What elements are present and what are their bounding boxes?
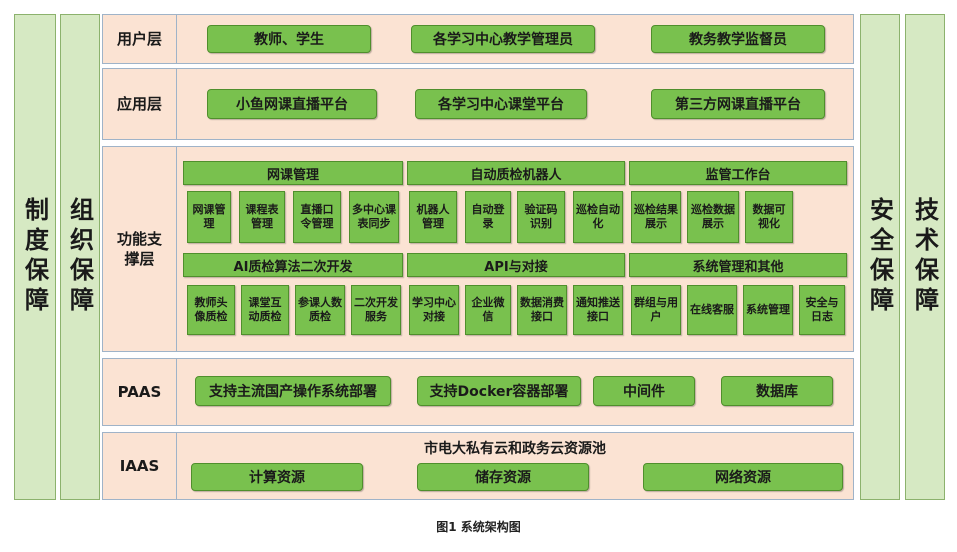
pillar-technical-text: 技术保障: [910, 197, 939, 317]
iaas-layer: IAAS 市电大私有云和政务云资源池 计算资源 储存资源 网络资源: [102, 432, 854, 500]
application-item: 小鱼网课直播平台: [207, 89, 377, 119]
function-item: 课堂互动质检: [241, 285, 289, 335]
iaas-item: 网络资源: [643, 463, 843, 491]
iaas-layer-label: IAAS: [103, 433, 177, 499]
function-item: 数据可视化: [745, 191, 793, 243]
function-item: 验证码识别: [517, 191, 565, 243]
paas-layer: PAAS 支持主流国产操作系统部署 支持Docker容器部署 中间件 数据库: [102, 358, 854, 426]
function-item: 巡检数据展示: [687, 191, 739, 243]
user-layer-label: 用户层: [103, 15, 177, 63]
pillar-security-guarantee: 安全保障: [860, 14, 900, 500]
iaas-item: 计算资源: [191, 463, 363, 491]
paas-item: 支持主流国产操作系统部署: [195, 376, 391, 406]
function-item: 安全与日志: [799, 285, 845, 335]
user-item: 各学习中心教学管理员: [411, 25, 595, 53]
iaas-title: 市电大私有云和政务云资源池: [424, 441, 606, 457]
user-item: 教务教学监督员: [651, 25, 825, 53]
function-item: 二次开发服务: [351, 285, 401, 335]
function-item: 参课人数质检: [295, 285, 345, 335]
figure-caption: 图1 系统架构图: [436, 520, 521, 534]
user-item: 教师、学生: [207, 25, 371, 53]
pillar-organization-text: 组织保障: [65, 197, 94, 317]
group-header-system-management: 系统管理和其他: [629, 253, 847, 277]
function-item: 直播口令管理: [293, 191, 341, 243]
function-item: 群组与用户: [631, 285, 681, 335]
function-item: 教师头像质检: [187, 285, 235, 335]
function-item: 学习中心对接: [409, 285, 459, 335]
paas-item: 支持Docker容器部署: [417, 376, 581, 406]
iaas-item: 储存资源: [417, 463, 589, 491]
function-item: 多中心课表同步: [349, 191, 399, 243]
function-item: 在线客服: [687, 285, 737, 335]
application-item: 各学习中心课堂平台: [415, 89, 587, 119]
group-header-course-management: 网课管理: [183, 161, 403, 185]
function-item: 巡检自动化: [573, 191, 623, 243]
function-item: 自动登录: [465, 191, 511, 243]
function-item: 网课管理: [187, 191, 231, 243]
function-item: 数据消费接口: [517, 285, 567, 335]
application-layer-label: 应用层: [103, 69, 177, 139]
function-item: 系统管理: [743, 285, 793, 335]
group-header-supervision-workbench: 监管工作台: [629, 161, 847, 185]
application-layer: 应用层 小鱼网课直播平台 各学习中心课堂平台 第三方网课直播平台: [102, 68, 854, 140]
group-header-ai-qc-algorithm: AI质检算法二次开发: [183, 253, 403, 277]
function-item: 企业微信: [465, 285, 511, 335]
pillar-system-text: 制度保障: [20, 197, 49, 317]
pillar-organization-guarantee: 组织保障: [60, 14, 100, 500]
pillar-security-text: 安全保障: [865, 197, 894, 317]
user-layer: 用户层 教师、学生 各学习中心教学管理员 教务教学监督员: [102, 14, 854, 64]
function-layer-label: 功能支撑层: [103, 147, 177, 351]
function-layer: 功能支撑层 网课管理 自动质检机器人 监管工作台 网课管理 课程表管理 直播口令…: [102, 146, 854, 352]
paas-layer-label: PAAS: [103, 359, 177, 425]
function-item: 通知推送接口: [573, 285, 623, 335]
function-item: 巡检结果展示: [631, 191, 681, 243]
function-item: 机器人管理: [409, 191, 457, 243]
group-header-qc-robot: 自动质检机器人: [407, 161, 625, 185]
pillar-system-guarantee: 制度保障: [14, 14, 56, 500]
application-item: 第三方网课直播平台: [651, 89, 825, 119]
group-header-api-integration: API与对接: [407, 253, 625, 277]
paas-item: 中间件: [593, 376, 695, 406]
paas-item: 数据库: [721, 376, 833, 406]
pillar-technical-guarantee: 技术保障: [905, 14, 945, 500]
function-item: 课程表管理: [239, 191, 285, 243]
